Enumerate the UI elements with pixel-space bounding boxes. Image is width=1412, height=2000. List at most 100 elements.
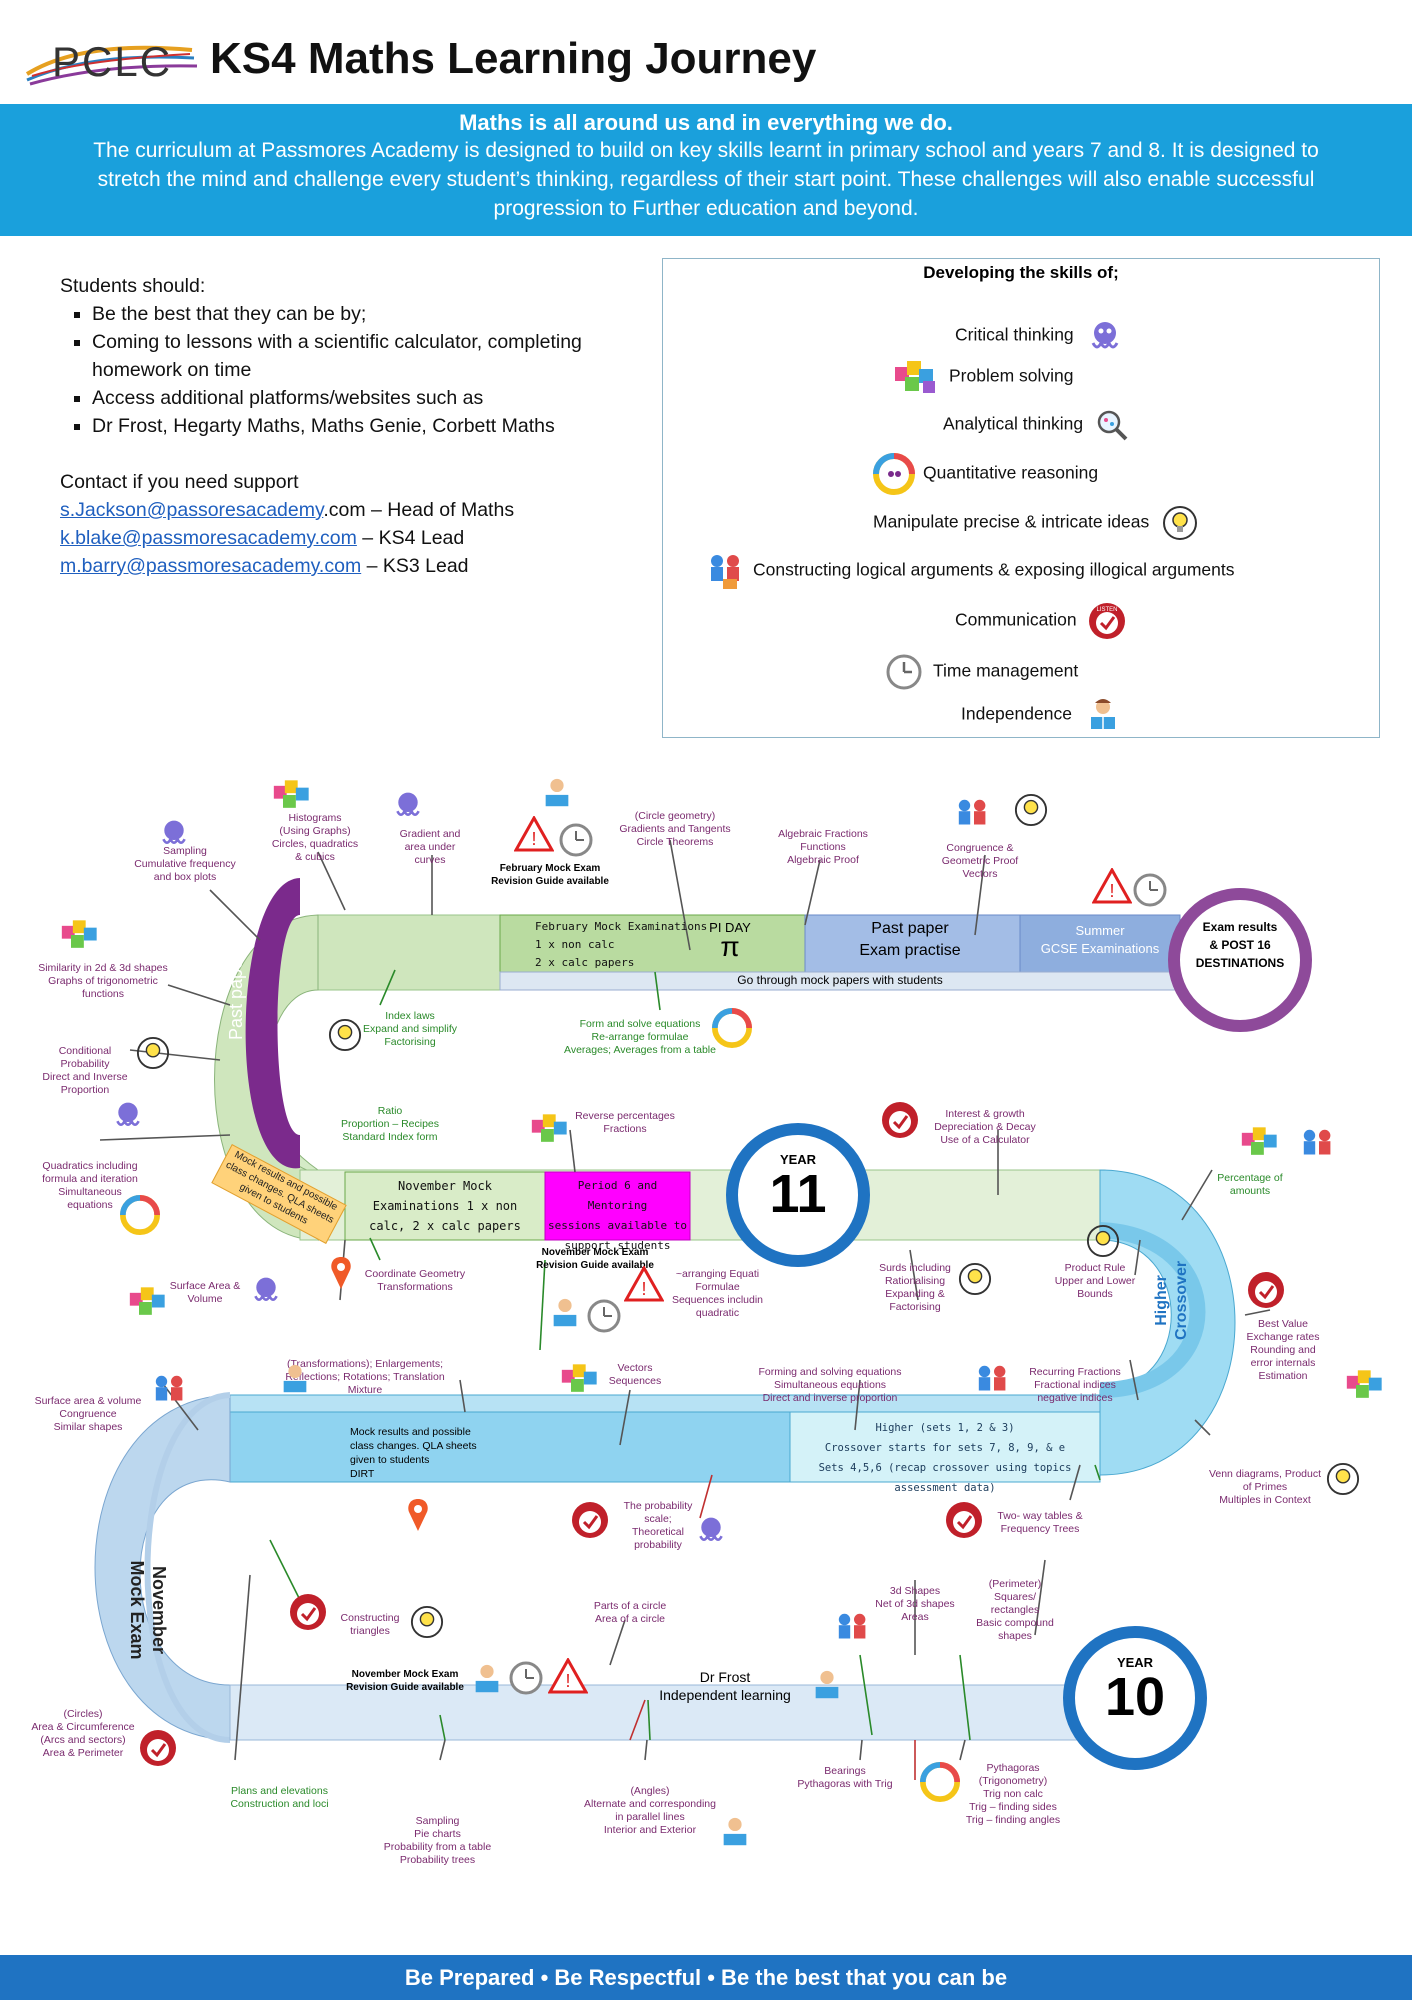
- email-link[interactable]: s.Jackson@passoresacademy: [60, 499, 324, 521]
- clock-icon: [559, 823, 593, 857]
- warning-icon: !: [1092, 868, 1132, 904]
- skill-problem-solving: Problem solving: [893, 359, 1074, 395]
- year-number: 11: [769, 1164, 827, 1224]
- year-label: YEAR: [1116, 1655, 1154, 1670]
- year-11-text: YEAR 11: [738, 1152, 858, 1221]
- past-paper-segment: [804, 914, 1021, 973]
- skill-label: Independence: [961, 703, 1072, 724]
- badge-text: LISTEN: [1097, 607, 1118, 613]
- revision-line: November Mock Exam: [351, 1669, 459, 1680]
- lightbulb-icon: [1014, 793, 1048, 827]
- octopus-icon: [116, 1102, 140, 1126]
- reader-icon: [1090, 699, 1115, 729]
- skill-label: Time management: [933, 660, 1079, 681]
- pi-day-text: PI DAY: [709, 920, 751, 935]
- octopus-icon: [396, 792, 420, 816]
- november-text: November: [149, 1565, 169, 1655]
- revision-line: Revision Guide available: [491, 876, 609, 887]
- exam-results-text: Exam results & POST 16 DESTINATIONS: [1180, 918, 1300, 972]
- email-link[interactable]: m.barry@passmoresacademy.com: [60, 555, 362, 577]
- list-item: Coming to lessons with a scientific calc…: [92, 328, 650, 384]
- pi-day: PI DAY π: [700, 920, 760, 961]
- track-row-3: [229, 1411, 791, 1483]
- dr-frost-text: Dr Frost Independent learning: [640, 1668, 810, 1704]
- intro-line-1: The curriculum at Passmores Academy is d…: [93, 139, 1319, 162]
- reader-icon: [815, 1670, 839, 1699]
- past-paper-label: Past paper: [226, 952, 246, 1040]
- track-row-1: [317, 914, 501, 991]
- nov-revision-text: November Mock Exam Revision Guide availa…: [520, 1246, 670, 1272]
- skill-time-management: Time management: [885, 653, 1078, 691]
- list-item: Access additional platforms/websites suc…: [92, 384, 650, 412]
- skill-label: Quantitative reasoning: [923, 462, 1099, 483]
- gauge-icon: [120, 1195, 160, 1235]
- year-label: YEAR: [779, 1152, 817, 1167]
- box-line: February Mock Examinations: [535, 920, 708, 933]
- warning-icon: !: [624, 1266, 664, 1302]
- revision-line: Revision Guide available: [536, 1260, 654, 1271]
- summer-exams: Summer GCSE Examinations: [1020, 922, 1180, 958]
- topic-histograms: Histograms(Using Graphs)Circles, quadrat…: [271, 812, 359, 863]
- warning-icon: !: [548, 1658, 588, 1694]
- nov-mock-box-text: November Mock Examinations 1 x non calc,…: [345, 1176, 545, 1236]
- november-mock-exam-label: November Mock Exam: [126, 1510, 170, 1710]
- journey-track: [94, 839, 1312, 1780]
- lightbulb-icon: [1086, 1224, 1120, 1258]
- clock-icon: [886, 654, 922, 690]
- octopus-icon: [699, 1517, 723, 1541]
- email-link[interactable]: k.blake@passmoresacademy.com: [60, 527, 357, 549]
- svg-text:!: !: [565, 1671, 570, 1691]
- box-line: Crossover starts for sets 7, 8, 9, & e: [824, 1442, 1066, 1454]
- puzzle-icon: [61, 920, 97, 948]
- listen-badge-icon: [140, 1730, 176, 1766]
- revision-line: Revision Guide available: [346, 1682, 464, 1693]
- students-heading: Students should:: [60, 275, 206, 297]
- exam-results-line: DESTINATIONS: [1195, 956, 1285, 970]
- mock-results-box-text: Mock results and possible class changes.…: [350, 1425, 550, 1481]
- contact-role: – KS3 Lead: [361, 555, 469, 577]
- skills-heading: Developing the skills of;: [923, 263, 1119, 282]
- people-icon: [155, 1375, 183, 1401]
- summer-line: GCSE Examinations: [1040, 941, 1160, 956]
- topic-transformations: (Transformations); Enlargements;Reflecti…: [285, 1358, 445, 1396]
- box-line: given to students: [350, 1454, 430, 1466]
- revision-line: November Mock Exam: [541, 1247, 649, 1258]
- contact-row: s.Jackson@passoresacademy.com – Head of …: [60, 496, 650, 524]
- skill-independence: Independence: [961, 697, 1121, 733]
- skill-critical-thinking: Critical thinking: [955, 319, 1123, 353]
- box-line: sessions available to: [547, 1219, 688, 1232]
- crossover-text: Crossover: [1173, 1260, 1190, 1340]
- logo: PCLC: [22, 30, 202, 90]
- november-mock-arc: [144, 1392, 231, 1743]
- box-line: Mock results and possible: [350, 1426, 471, 1438]
- listen-badge-icon: [572, 1502, 608, 1538]
- past-paper-practise: Past paper Exam practise: [820, 918, 1000, 962]
- exam-results-line: Exam results: [1202, 920, 1278, 934]
- box-line: class changes. QLA sheets: [350, 1440, 477, 1452]
- box-line: DIRT: [350, 1468, 375, 1480]
- exam-results-circle: [1168, 888, 1312, 1032]
- listen-badge-icon: [946, 1502, 982, 1538]
- feb-mock-box-text: February Mock Examinations 1 x non calc …: [505, 918, 735, 972]
- intro-line-2: stretch the mind and challenge every stu…: [97, 168, 1315, 191]
- listen-badge-icon: [1248, 1272, 1284, 1308]
- contact-heading: Contact if you need support: [60, 471, 299, 493]
